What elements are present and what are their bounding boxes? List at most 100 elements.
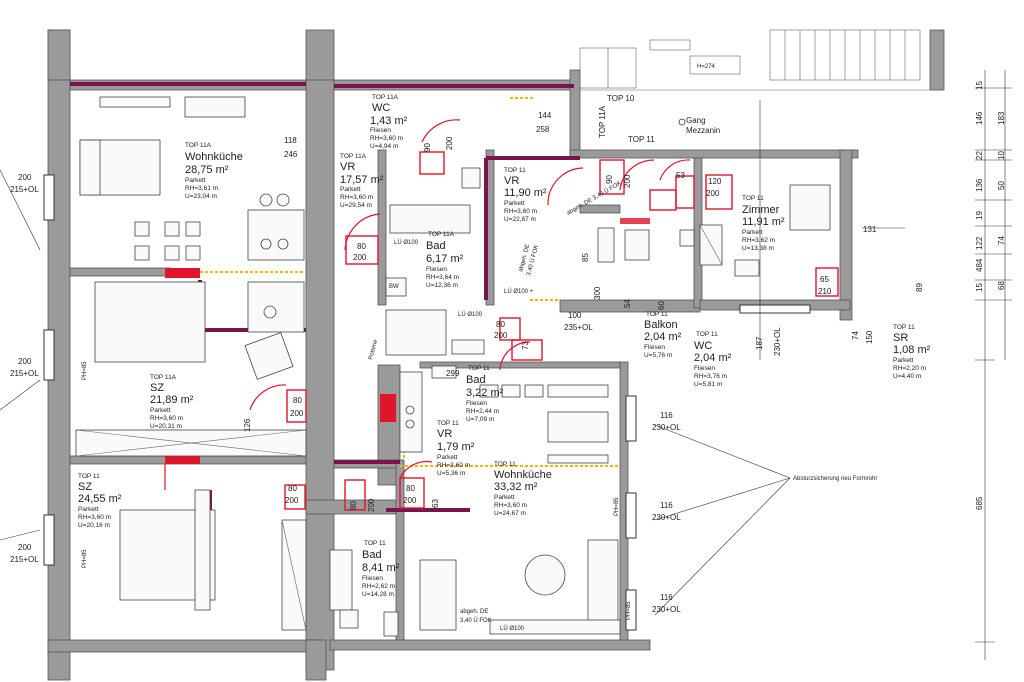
dim: 200 [706, 189, 720, 198]
room-area: 1,79 m² [437, 441, 475, 453]
dim: 150 [865, 330, 874, 344]
room-u: U=20,31 m [150, 423, 182, 430]
dim: 80 [288, 484, 297, 493]
room-floor: Parkett [150, 407, 171, 414]
room-labels: TOP 11A Wohnküche 28,75 m² Parkett RH=3,… [78, 94, 931, 598]
dim: 146 [975, 111, 984, 125]
top11-label: TOP 11 [628, 135, 655, 144]
room-floor: Parkett [340, 186, 361, 193]
dim: 89 [915, 283, 924, 292]
room-name: SZ [78, 481, 92, 493]
dim: 200 [494, 331, 508, 340]
room-top: TOP 11 [646, 311, 668, 318]
dim: 200 [290, 409, 304, 418]
room-u: U=7,09 m [466, 416, 494, 423]
dim: 122 [975, 236, 984, 250]
window-width: 200 [18, 543, 32, 552]
room-name: Wohnküche [185, 151, 243, 163]
dim: 60 [657, 301, 666, 310]
dim: 685 [975, 496, 984, 510]
dim: 200 [445, 136, 454, 150]
dim: 183 [997, 111, 1006, 125]
dim: 246 [284, 150, 298, 159]
room-rh: RH=3,60 m [340, 194, 373, 201]
room-area: 6,17 m² [426, 253, 464, 265]
room-top: TOP 11A [340, 153, 367, 160]
window-width: 116 [660, 411, 673, 420]
room-area: 11,91 m² [742, 216, 785, 228]
dim: 80 [349, 501, 358, 510]
top10-label: TOP 10 [607, 94, 635, 103]
window-height: 215+OL [10, 555, 39, 564]
room-name: WC [372, 102, 390, 114]
room-floor: Fliesen [362, 575, 383, 582]
ph-label-4: PH=85 [626, 601, 632, 620]
room-top: TOP 11A [150, 374, 177, 381]
ph-label-3: PH=85 [614, 497, 620, 516]
room-floor: Parkett [185, 177, 206, 184]
dim: 210 [818, 287, 832, 296]
dim: 22 [975, 151, 984, 160]
room-name: VR [504, 175, 519, 187]
room-rh: RH=3,60 m [150, 415, 183, 422]
dim: 15 [975, 81, 984, 90]
room-floor: Parkett [437, 454, 458, 461]
abgeh-label-2: abgeh. DE [460, 609, 488, 615]
room-u: U=5,36 m [437, 470, 465, 477]
stairs [579, 29, 940, 91]
bw-label: BW [389, 284, 399, 290]
room-top: TOP 11 [494, 461, 516, 468]
room-u: U=14,28 m [362, 591, 394, 598]
window-width: 116 [660, 501, 673, 510]
dim: 200 [353, 253, 367, 262]
dim: 68 [997, 281, 1006, 290]
room-floor: Parkett [494, 494, 515, 501]
room-name: Bad [426, 240, 446, 252]
dim: 136 [975, 178, 984, 192]
room-top: TOP 11A [428, 231, 455, 238]
room-name: SZ [150, 382, 164, 394]
room-area: 2,04 m² [644, 331, 682, 343]
room-top: TOP 11A [372, 94, 399, 101]
gang-label-2: Mezzanin [686, 126, 720, 135]
room-area: 24,55 m² [78, 493, 122, 505]
dim: 300 [593, 286, 602, 300]
room-rh: RH=2,44 m [466, 408, 499, 415]
room-top: TOP 11 [78, 473, 100, 480]
room-u: U=22,87 m [504, 216, 536, 223]
dim: 235+OL [564, 323, 593, 332]
room-name: SR [893, 332, 908, 344]
room-top: TOP 11 [437, 420, 459, 427]
dimension-lines-right [0, 70, 1012, 660]
room-rh: RH=3,61 m [185, 185, 218, 192]
door-dim-labels: 118 246 144 258 80 200 80 200 80 200 80 … [243, 111, 924, 512]
room-rh: RH=2,20 m [893, 365, 926, 372]
room-area: 21,89 m² [150, 394, 194, 406]
window-height: 230+OL [652, 423, 681, 432]
room-name: Zimmer [742, 204, 780, 216]
window-height: 230+OL [652, 605, 681, 614]
room-floor: Parkett [78, 506, 99, 513]
room-top: TOP 11A [185, 142, 212, 149]
dim: 85 [581, 253, 590, 262]
dim: 230+OL [773, 327, 782, 356]
room-name: VR [437, 428, 452, 440]
room-floor: Fliesen [370, 127, 391, 134]
room-rh: RH=2,62 m [362, 583, 395, 590]
fok-label-2: 3,40 Ü FOK [460, 617, 492, 624]
dim: 131 [863, 225, 877, 234]
room-u: U=12,36 m [426, 282, 458, 289]
windows-left [43, 174, 811, 631]
room-top: TOP 11 [893, 324, 915, 331]
dim: 80 [357, 242, 366, 251]
dim: 120 [708, 177, 722, 186]
window-width: 116 [660, 593, 673, 602]
room-u: U=4,40 m [893, 373, 921, 380]
potterie-label: Potterie [368, 338, 379, 360]
window-dim-labels: 200 215+OL 200 215+OL 200 215+OL 116 230… [10, 173, 681, 614]
dim: 90 [423, 143, 432, 152]
dim: 80 [496, 320, 505, 329]
room-floor: Parkett [504, 200, 525, 207]
top11a-label: TOP 11A [598, 105, 607, 138]
room-area: 1,43 m² [370, 115, 408, 127]
